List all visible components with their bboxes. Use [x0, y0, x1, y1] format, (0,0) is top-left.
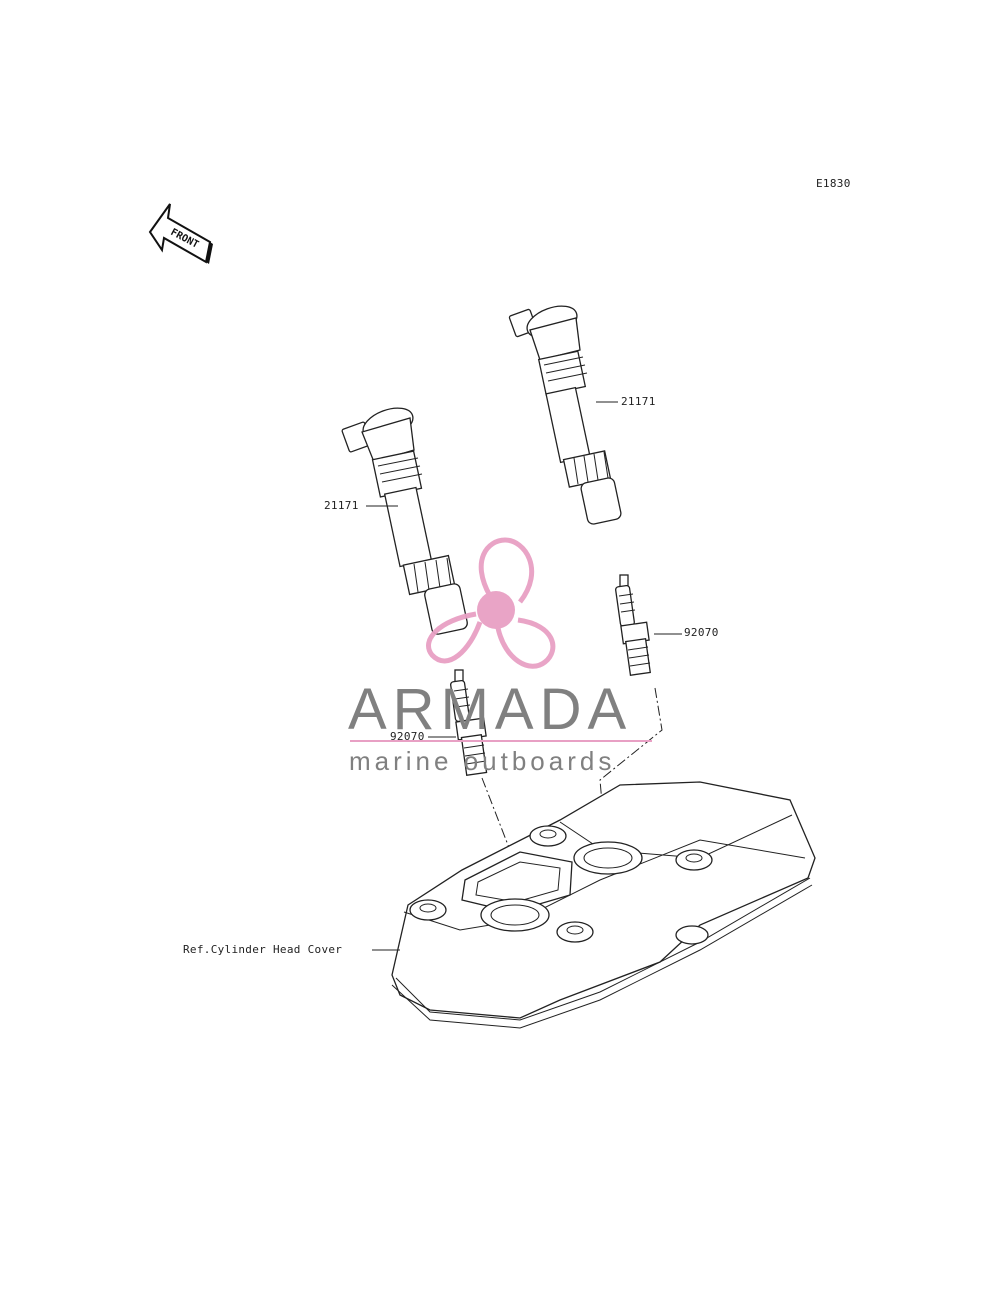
ignition-coil-right	[508, 305, 622, 525]
watermark-tagline: marine outboards	[349, 746, 615, 776]
ignition-coil-left	[341, 407, 468, 635]
diagram-code: E1830	[816, 177, 851, 190]
front-arrow-icon: FRONT	[148, 203, 213, 264]
part-label-plug-left: 92070	[390, 730, 425, 743]
armada-logo	[426, 537, 556, 669]
part-label-coil-left: 21171	[324, 499, 359, 512]
part-label-plug-right: 92070	[684, 626, 719, 639]
part-label-coil-right: 21171	[621, 395, 656, 408]
watermark-brand: ARMADA	[348, 677, 632, 742]
spark-plug-left	[428, 669, 488, 776]
reference-label: Ref.Cylinder Head Cover	[183, 943, 342, 956]
cylinder-head-cover	[372, 781, 816, 1029]
spark-plug-right	[615, 574, 682, 676]
